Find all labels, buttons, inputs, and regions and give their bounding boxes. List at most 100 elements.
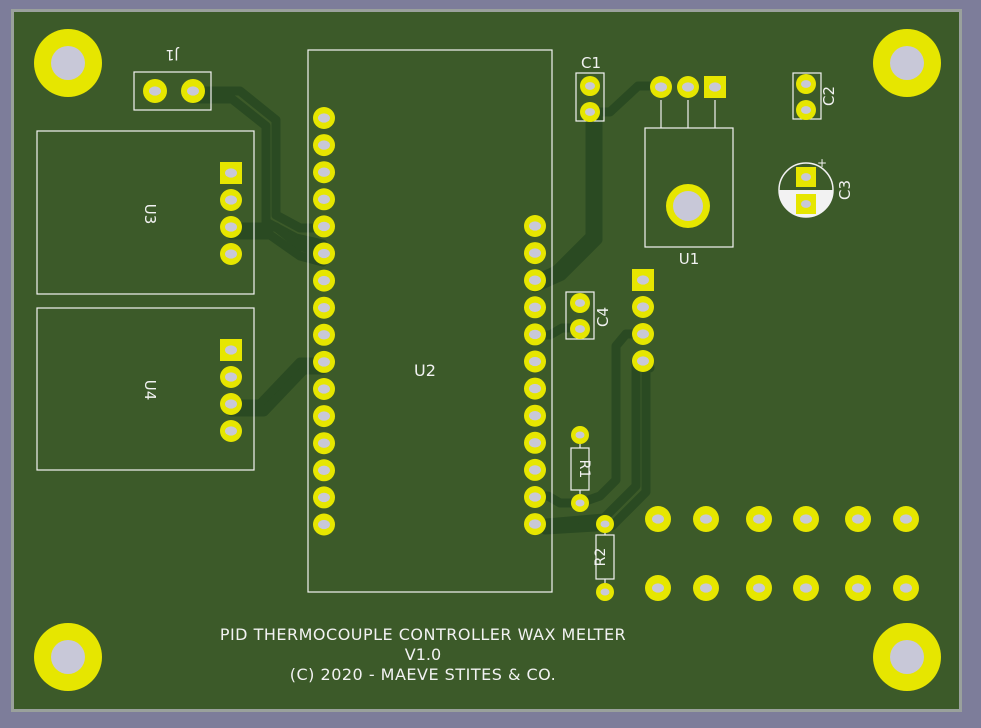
pad-terminal-bottom <box>893 575 919 601</box>
pad-u3 <box>220 162 242 184</box>
pad-terminal-bottom <box>645 575 671 601</box>
c3-polarity-mark: + <box>817 156 827 170</box>
pad-u2-right <box>524 242 546 265</box>
pad-u2-left <box>313 486 335 509</box>
pad-u2-right <box>524 215 546 237</box>
pad-u2-left <box>313 161 335 184</box>
pad-c4 <box>570 293 590 313</box>
pad-terminal-top <box>693 506 719 532</box>
board-substrate <box>14 12 959 709</box>
pad-u2-right <box>524 350 546 373</box>
pad-u4 <box>220 339 242 361</box>
pad-c3 <box>796 194 816 214</box>
pad-u2-left <box>313 459 335 482</box>
pad-u1 <box>677 76 699 98</box>
trace-c1-u2-b <box>530 113 603 293</box>
mounting-holes <box>34 29 941 691</box>
pad-u2-right <box>524 431 546 454</box>
copper-pads <box>143 74 919 601</box>
pad-terminal-bottom <box>845 575 871 601</box>
pad-u2-right <box>524 377 546 400</box>
trace-j1-u2-b <box>189 94 328 249</box>
pad-u2-right <box>524 296 546 319</box>
j1-outline <box>133 71 212 111</box>
pad-u2-left <box>313 378 335 400</box>
pad-r2 <box>596 583 614 601</box>
silkscreen-outlines <box>36 49 822 593</box>
pad-u3 <box>220 243 242 265</box>
pad-c3 <box>796 167 816 187</box>
pad-u1 <box>650 76 672 98</box>
pad-terminal-top <box>645 506 671 532</box>
pad-sensor-conn <box>632 323 654 345</box>
pad-r2 <box>596 515 614 533</box>
pad-u4 <box>220 420 242 442</box>
reference-labels: J1 U3 U4 U2 C1 U1 C2 C3 + C4 R1 R2 <box>141 46 854 566</box>
trace-u4-u2 <box>226 357 328 409</box>
c3-label: C3 <box>836 180 854 200</box>
u4-outline <box>36 307 255 471</box>
pad-r1 <box>571 494 589 512</box>
board-title-line1: PID THERMOCOUPLE CONTROLLER WAX MELTER <box>220 625 626 644</box>
pad-u2-right <box>524 269 546 292</box>
pad-terminal-bottom <box>746 575 772 601</box>
c4-label: C4 <box>594 307 612 327</box>
pad-u2-left <box>313 134 335 157</box>
pad-u2-right <box>524 513 546 536</box>
trace-conn-r1 <box>575 329 648 508</box>
pad-u2-left <box>313 296 335 319</box>
pad-c4 <box>570 319 590 339</box>
pad-sensor-conn <box>632 269 654 291</box>
r2-label: R2 <box>593 548 609 567</box>
trace-c1-u2 <box>530 107 595 285</box>
pad-u2-left <box>313 242 335 265</box>
pad-c2 <box>796 74 816 94</box>
pad-u3 <box>220 189 242 211</box>
pad-u2-left <box>313 107 335 129</box>
pad-u2-left <box>313 350 335 373</box>
trace-j1-u2 <box>189 86 328 233</box>
pad-c1 <box>580 76 600 96</box>
pad-terminal-top <box>845 506 871 532</box>
pad-terminal-bottom <box>793 575 819 601</box>
pad-u2-left <box>313 513 335 536</box>
u3-outline <box>36 130 255 295</box>
pad-terminal-top <box>746 506 772 532</box>
pad-u2-left <box>313 405 335 428</box>
u2-outline <box>307 49 553 593</box>
board-title-line3: (C) 2020 - MAEVE STITES & CO. <box>290 665 556 684</box>
c2-label: C2 <box>820 86 838 106</box>
r1-label: R1 <box>576 460 592 479</box>
pad-u2-left <box>313 323 335 346</box>
trace-u4-u2-b <box>226 365 328 417</box>
pad-u2-right <box>524 486 546 508</box>
pad-j1-1 <box>143 79 167 103</box>
u1-outline <box>644 127 734 248</box>
pad-c1 <box>580 102 600 122</box>
pad-c2 <box>796 100 816 120</box>
pad-u2-right <box>524 323 546 346</box>
pad-u4 <box>220 366 242 388</box>
u4-label: U4 <box>141 380 159 401</box>
pad-u2-left <box>313 188 335 211</box>
u3-label: U3 <box>141 204 159 225</box>
pad-u2-left <box>313 215 335 238</box>
pad-u4 <box>220 393 242 415</box>
trace-u3-u2-b <box>226 230 328 267</box>
pad-u2-left <box>313 432 335 455</box>
pad-u1 <box>704 76 726 98</box>
pad-j1-2 <box>181 79 205 103</box>
board-title: PID THERMOCOUPLE CONTROLLER WAX MELTER V… <box>220 625 626 684</box>
c1-label: C1 <box>581 54 601 72</box>
board-title-line2: V1.0 <box>405 645 441 664</box>
pad-u2-right <box>524 458 546 481</box>
pad-u2-left <box>313 269 335 292</box>
pad-sensor-conn <box>632 350 654 372</box>
u2-label: U2 <box>414 361 436 380</box>
pad-u3 <box>220 216 242 238</box>
pad-sensor-conn <box>632 296 654 318</box>
pad-terminal-top <box>793 506 819 532</box>
u1-label: U1 <box>679 250 700 268</box>
